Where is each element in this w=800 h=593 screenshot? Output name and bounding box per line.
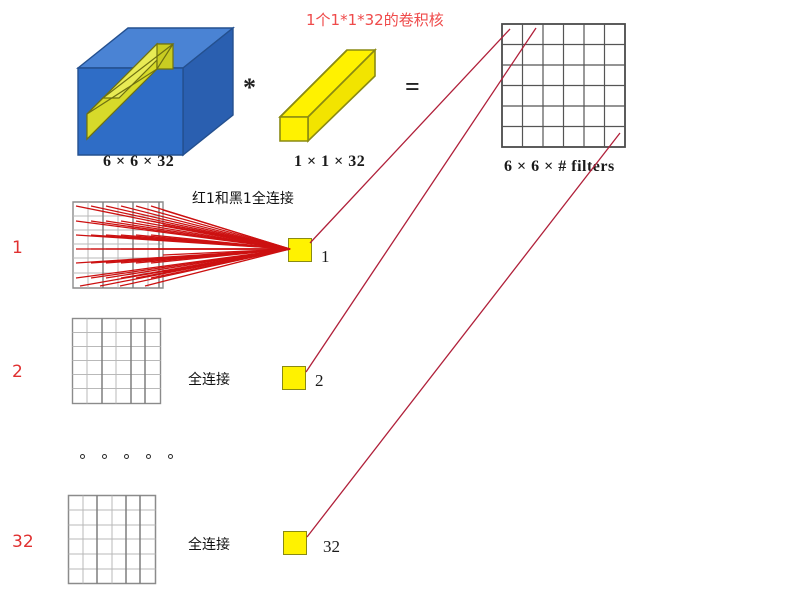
ellipsis-dot — [80, 454, 85, 459]
row-32-fc-annotation: 全连接 — [188, 537, 230, 553]
output-feature-map-grid — [501, 23, 626, 148]
multiply-symbol: * — [243, 73, 256, 102]
row-32-node-label: 32 — [323, 537, 340, 556]
row-32-input-grid — [67, 494, 159, 586]
ellipsis-dot — [124, 454, 129, 459]
row-2-output-node[interactable] — [282, 366, 306, 390]
row-1-grid-svg — [72, 201, 164, 289]
filter-rod-svg — [278, 48, 377, 143]
ellipsis-dot — [146, 454, 151, 459]
row-index-2: 2 — [12, 362, 23, 382]
row-2-node-label: 2 — [315, 371, 324, 390]
output-grid-svg — [501, 23, 626, 148]
row-1-fc-annotation: 红1和黑1全连接 — [192, 191, 294, 207]
row-2-input-grid — [71, 317, 163, 405]
output-dimension-label: 6 × 6 × # filters — [504, 158, 615, 175]
row-2-fc-annotation: 全连接 — [188, 372, 230, 388]
row-index-32: 32 — [12, 532, 34, 552]
filter-annotation: 1个1*1*32的卷积核 — [306, 11, 444, 29]
row-index-1: 1 — [12, 238, 23, 258]
row-32-output-node[interactable] — [283, 531, 307, 555]
input-volume-cube — [70, 20, 235, 160]
ellipsis-dot — [102, 454, 107, 459]
ellipsis-dot — [168, 454, 173, 459]
input-volume-label: 6 × 6 × 32 — [103, 153, 175, 170]
vertical-ellipsis-dots — [80, 454, 173, 459]
cube-svg — [76, 26, 235, 157]
equals-symbol: = — [405, 72, 420, 101]
row-1-input-grid — [71, 200, 171, 295]
row-2-grid-svg — [71, 317, 162, 405]
row-1-node-label: 1 — [321, 247, 330, 266]
row-32-grid-svg — [67, 494, 157, 585]
row-1-output-node[interactable] — [288, 238, 312, 262]
filter-rod — [275, 38, 385, 143]
link-node-32-to-output — [306, 132, 621, 538]
filter-dimension-label: 1 × 1 × 32 — [294, 153, 366, 170]
